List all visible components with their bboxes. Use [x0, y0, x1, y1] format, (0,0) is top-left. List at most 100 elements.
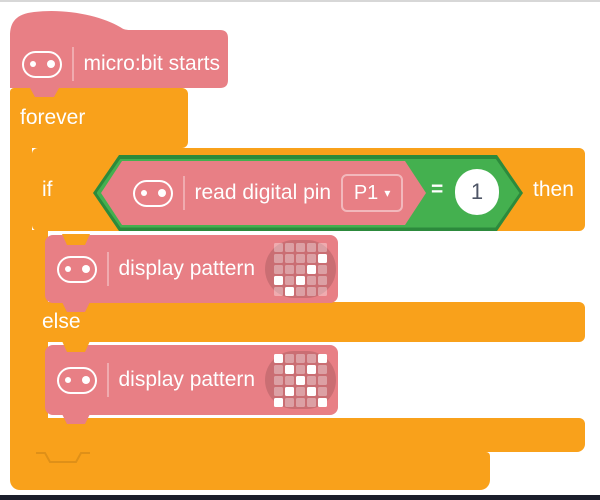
- microbit-face-icon: [22, 50, 62, 78]
- else-bar: [32, 302, 585, 342]
- canvas-top-border: [0, 0, 600, 2]
- led-cell-off: [296, 386, 306, 396]
- led-cell-off: [296, 353, 306, 363]
- led-pattern-grid: [274, 242, 328, 296]
- microbit-face-icon: [57, 366, 97, 394]
- led-cell-off: [318, 264, 328, 274]
- led-pattern-grid: [274, 353, 328, 407]
- led-cell-off: [274, 364, 284, 374]
- led-cell-on: [318, 353, 328, 363]
- led-cell-off: [307, 253, 317, 263]
- block-connector-tab: [62, 234, 90, 245]
- led-cell-off: [307, 375, 317, 385]
- microbit-face-icon: [133, 179, 173, 207]
- display-pattern-label: display pattern: [118, 368, 256, 391]
- led-cell-off: [274, 264, 284, 274]
- led-cell-on: [274, 275, 284, 285]
- led-cell-off: [285, 375, 295, 385]
- microbit-eye-right: [46, 60, 55, 68]
- led-cell-off: [285, 242, 295, 252]
- led-cell-off: [307, 275, 317, 285]
- block-separator: [107, 363, 109, 397]
- led-cell-on: [285, 286, 295, 296]
- block-connector-tab: [62, 302, 90, 312]
- led-cell-off: [318, 386, 328, 396]
- pin-dropdown[interactable]: P1 ▾: [341, 174, 404, 212]
- microbit-eye-left: [64, 377, 71, 383]
- led-pattern-button-check[interactable]: [265, 240, 337, 298]
- forever-left-spine: [10, 147, 32, 452]
- led-cell-off: [274, 242, 284, 252]
- block-connector-tab: [62, 341, 90, 352]
- then-label: then: [533, 178, 574, 201]
- compare-value-input[interactable]: 1: [455, 169, 499, 215]
- led-cell-on: [274, 397, 284, 407]
- led-cell-off: [318, 364, 328, 374]
- led-cell-off: [296, 242, 306, 252]
- microbit-face-icon: [57, 255, 97, 283]
- compare-value-text: 1: [470, 179, 484, 204]
- canvas-bottom-border: [0, 495, 600, 500]
- else-label: else: [42, 310, 81, 333]
- led-cell-off: [307, 353, 317, 363]
- led-cell-off: [274, 386, 284, 396]
- led-cell-off: [318, 242, 328, 252]
- microbit-eye-right: [81, 376, 90, 384]
- forever-bottom-notch-seam: [36, 452, 90, 463]
- led-cell-off: [296, 286, 306, 296]
- forever-label: forever: [20, 106, 86, 129]
- led-cell-off: [296, 364, 306, 374]
- pin-dropdown-value: P1: [353, 182, 379, 204]
- led-cell-on: [307, 386, 317, 396]
- hat-block-label: micro:bit starts: [83, 52, 221, 75]
- led-cell-off: [285, 264, 295, 274]
- led-cell-on: [296, 375, 306, 385]
- led-cell-off: [318, 375, 328, 385]
- microbit-eye-right: [157, 189, 166, 197]
- forever-block[interactable]: [10, 88, 188, 148]
- display-pattern-label: display pattern: [118, 257, 256, 280]
- led-cell-off: [285, 275, 295, 285]
- if-label: if: [42, 178, 53, 201]
- led-cell-on: [318, 253, 328, 263]
- led-cell-off: [274, 253, 284, 263]
- led-cell-off: [274, 375, 284, 385]
- display-pattern-block-then[interactable]: display pattern: [45, 235, 338, 303]
- read-digital-pin-block[interactable]: read digital pin P1 ▾: [101, 161, 426, 225]
- microbit-eye-left: [140, 190, 147, 196]
- forever-bottom-arm: [10, 452, 490, 490]
- led-cell-off: [296, 397, 306, 407]
- led-cell-off: [318, 275, 328, 285]
- led-cell-off: [285, 397, 295, 407]
- block-separator: [107, 252, 109, 286]
- led-cell-off: [318, 286, 328, 296]
- led-cell-off: [307, 242, 317, 252]
- led-cell-off: [274, 286, 284, 296]
- led-cell-off: [296, 253, 306, 263]
- block-separator: [183, 176, 185, 210]
- led-cell-off: [307, 397, 317, 407]
- led-cell-off: [296, 264, 306, 274]
- led-cell-off: [307, 286, 317, 296]
- display-pattern-block-else[interactable]: display pattern: [45, 345, 338, 415]
- led-cell-on: [296, 275, 306, 285]
- led-cell-on: [285, 386, 295, 396]
- block-separator: [72, 47, 74, 81]
- led-cell-off: [285, 253, 295, 263]
- chevron-down-icon: ▾: [384, 186, 391, 200]
- read-digital-pin-label: read digital pin: [194, 181, 332, 204]
- led-cell-on: [318, 397, 328, 407]
- led-cell-on: [307, 364, 317, 374]
- block-connector-tab: [62, 414, 90, 424]
- if-bottom-arm: [32, 418, 585, 452]
- hat-block-contents: micro:bit starts: [10, 40, 232, 88]
- led-cell-on: [307, 264, 317, 274]
- led-cell-on: [285, 364, 295, 374]
- microbit-eye-left: [64, 266, 71, 272]
- microbit-starts-block[interactable]: [10, 10, 232, 98]
- led-cell-on: [274, 353, 284, 363]
- led-cell-off: [285, 353, 295, 363]
- microbit-eye-left: [29, 61, 36, 67]
- led-pattern-button-x[interactable]: [265, 351, 337, 409]
